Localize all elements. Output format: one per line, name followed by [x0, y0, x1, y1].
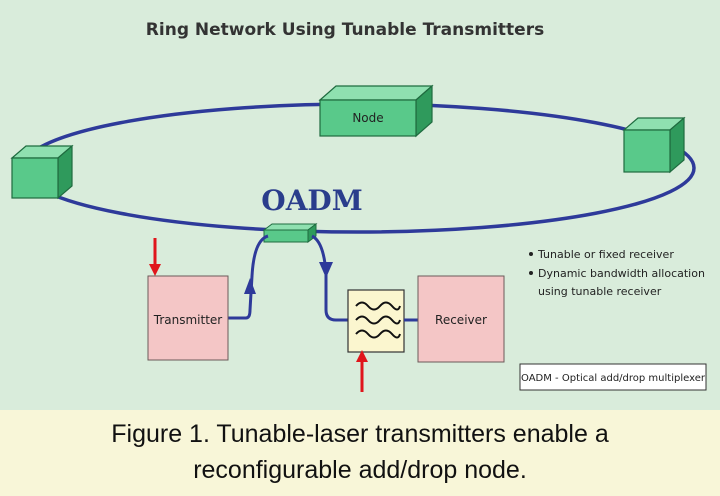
caption-line-2: reconfigurable add/drop node. [193, 456, 527, 484]
drop-arrow-icon [319, 262, 333, 278]
transmitter-label: Transmitter [153, 313, 223, 327]
receiver-label: Receiver [435, 313, 487, 327]
tuning-arrow-transmitter-icon [149, 238, 161, 276]
node-label: Node [352, 111, 383, 125]
add-arrow-icon [244, 278, 256, 294]
filter-wave-icon [355, 315, 401, 325]
oadm-label: OADM [261, 184, 362, 217]
drop-fiber [311, 234, 348, 322]
legend-text: OADM - Optical add/drop multiplexer [521, 373, 706, 384]
notes: Tunable or fixed receiver Dynamic bandwi… [529, 248, 705, 298]
note-2: Dynamic bandwidth allocation [538, 267, 705, 280]
oadm-module [262, 223, 318, 243]
bullet-icon [529, 252, 533, 256]
legend-box [519, 363, 707, 391]
diagram-title: Ring Network Using Tunable Transmitters [146, 20, 544, 40]
node-top: Node [318, 84, 434, 138]
filter-wave-icon [355, 301, 401, 311]
note-1: Tunable or fixed receiver [537, 248, 674, 261]
bullet-icon [529, 271, 533, 275]
filter-wave-icon [355, 329, 401, 339]
add-fiber [228, 234, 269, 320]
tunable-filter [347, 289, 405, 353]
node-right [622, 116, 686, 174]
node-left [10, 144, 74, 200]
tuning-arrow-filter-icon [356, 350, 368, 392]
caption-area: Figure 1. Tunable-laser transmitters ena… [0, 410, 720, 496]
caption-line-1: Figure 1. Tunable-laser transmitters ena… [111, 420, 609, 448]
ring-network-diagram: Ring Network Using Tunable Transmitters … [10, 20, 707, 392]
note-3: using tunable receiver [538, 285, 662, 298]
receiver-box [417, 275, 505, 363]
transmitter-box [147, 275, 229, 361]
